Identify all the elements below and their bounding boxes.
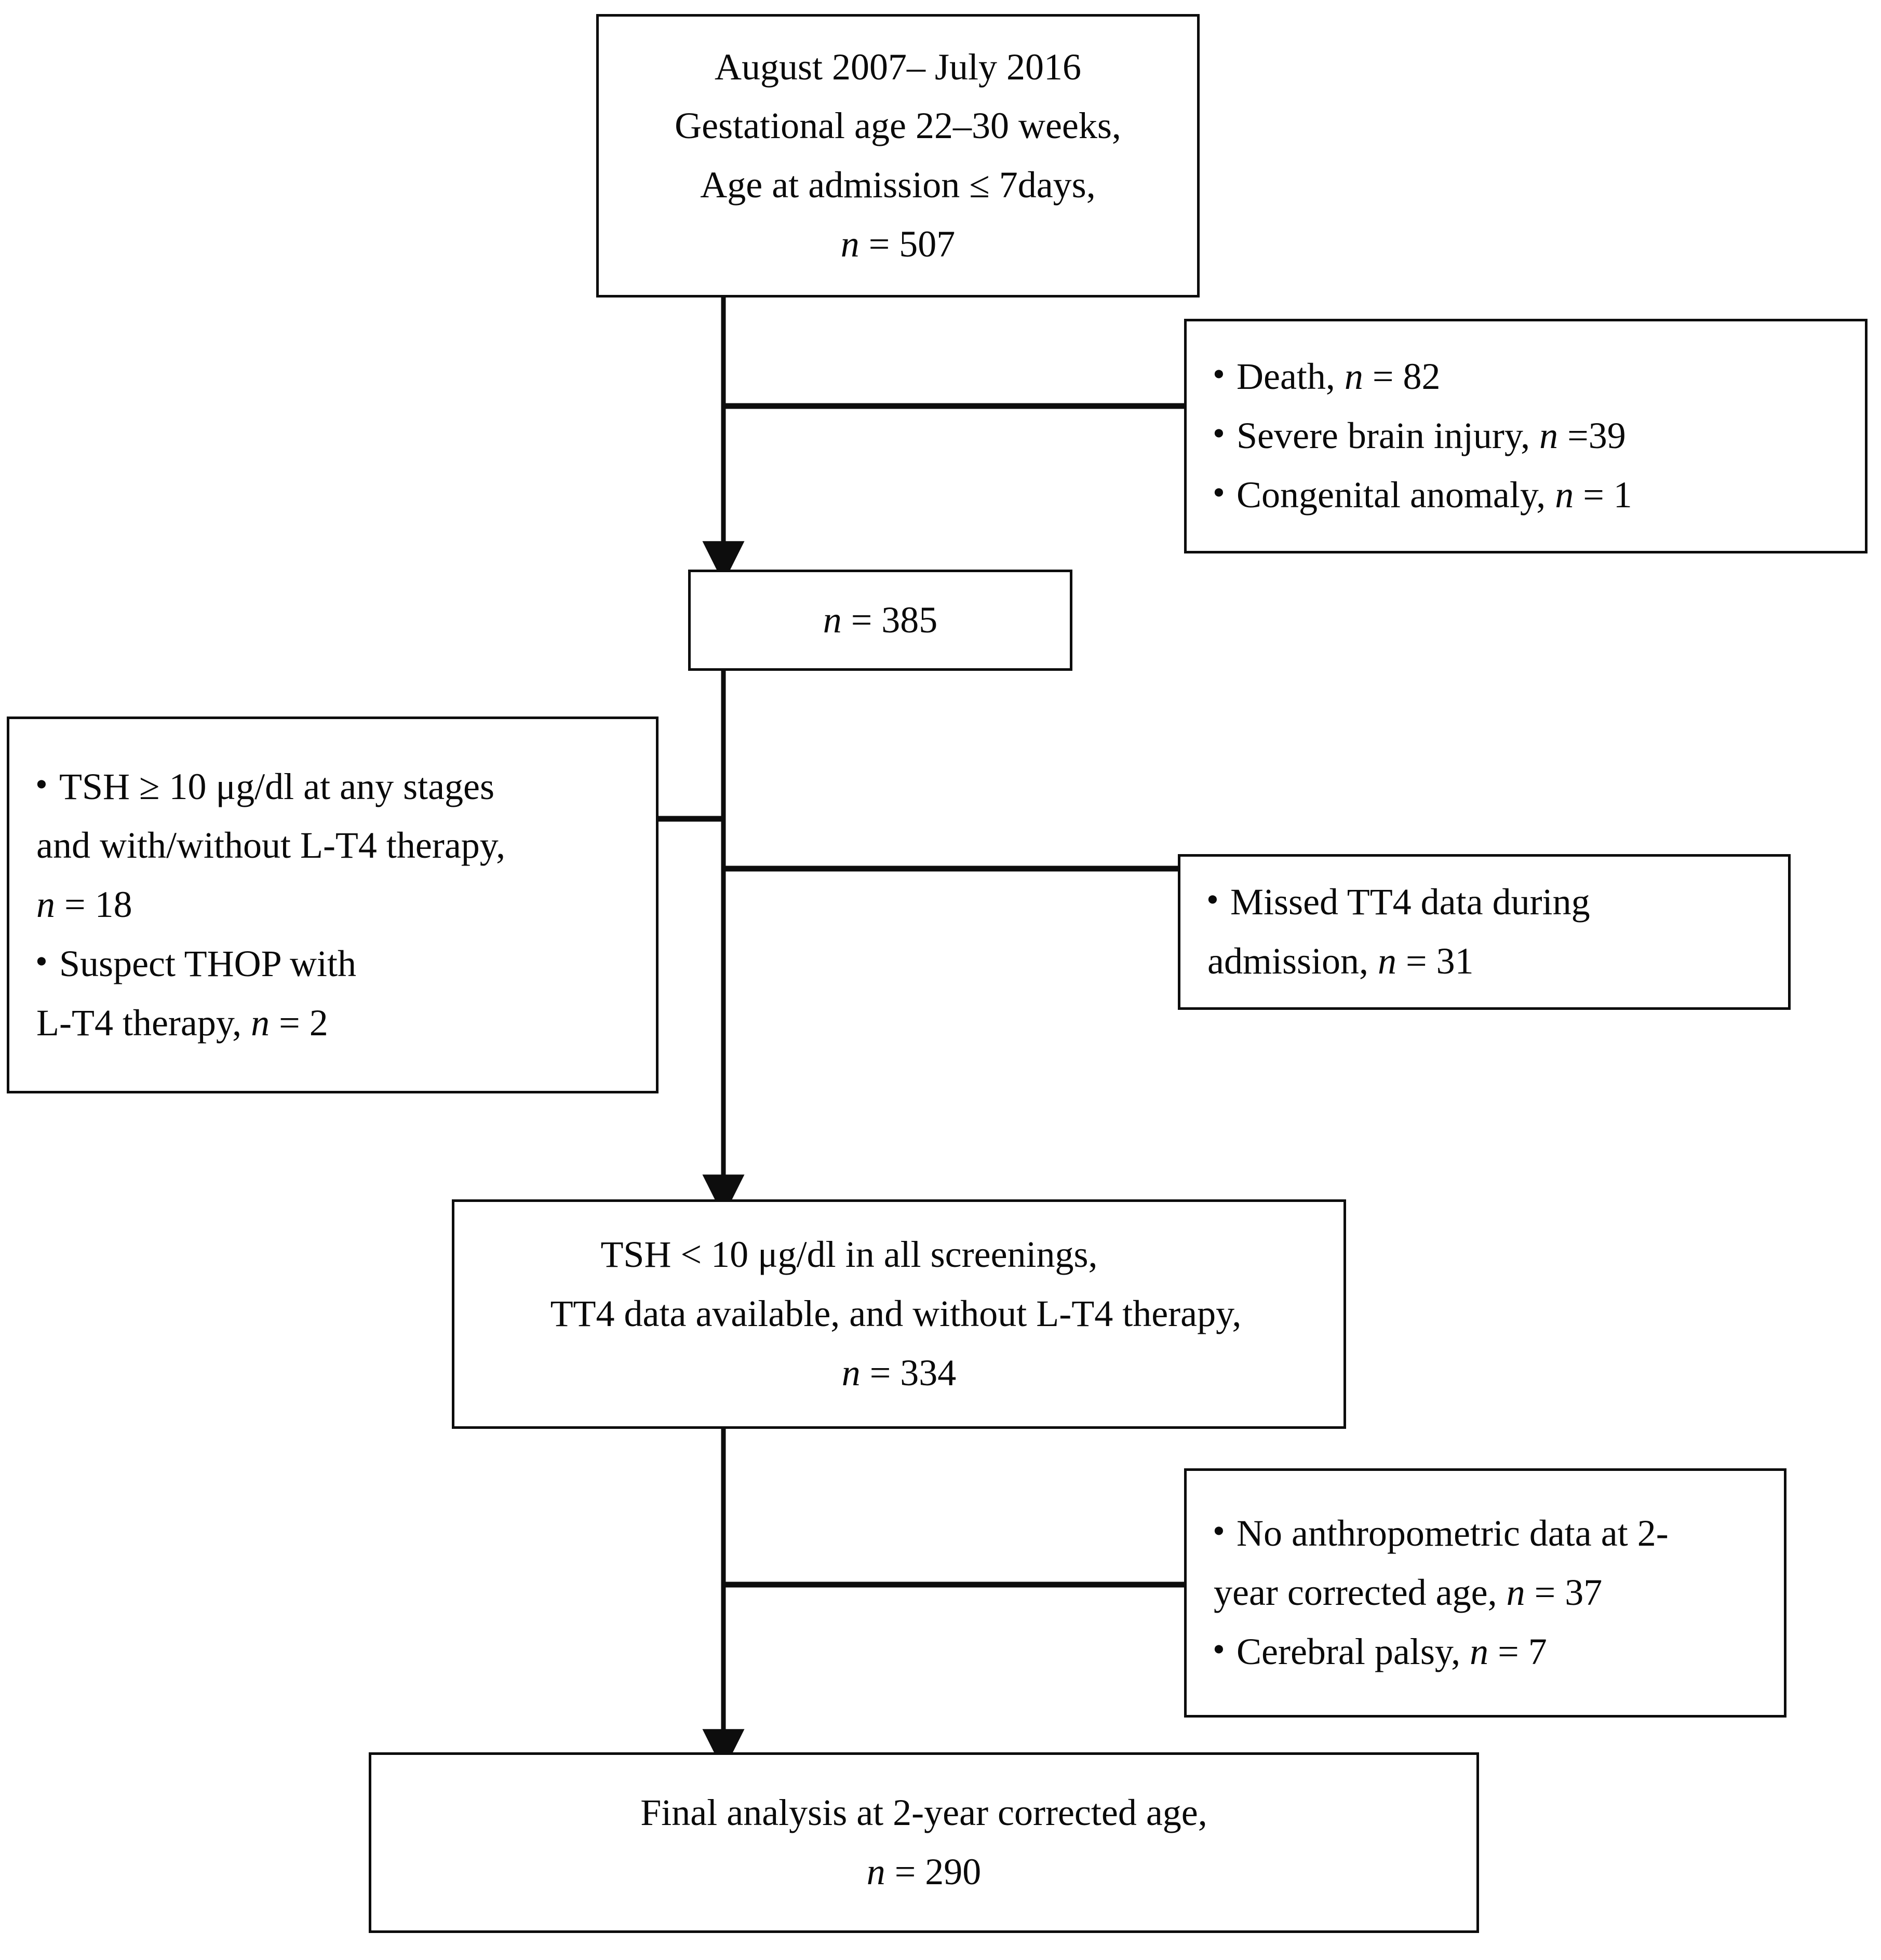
enrollment-line-2: Gestational age 22–30 weeks,	[675, 105, 1121, 147]
exclusion-3-item-2-value: = 7	[1488, 1630, 1547, 1672]
enrollment-line-3-b: ≤ 7days,	[969, 164, 1096, 206]
exclusion-box-left: TSH ≥ 10 μg/dl at any stages and with/wi…	[7, 717, 659, 1093]
exclusion-3-item-2-n: n	[1470, 1630, 1489, 1672]
exclusion-1-item-2: Severe brain injury, n =39	[1187, 405, 1647, 466]
exclusion-1-item-1-label: Death,	[1237, 356, 1345, 398]
enrollment-line-3: Age at admission ≤ 7days,	[686, 156, 1110, 215]
final-box: Final analysis at 2-year corrected age, …	[369, 1752, 1479, 1933]
exclusion-3-item-1-value: = 37	[1525, 1572, 1603, 1614]
exclusion-left-item-2-value: = 2	[270, 1002, 328, 1044]
remaining-n-value: = 385	[841, 599, 938, 641]
exclusion-2-item-1-n: n	[1378, 940, 1397, 982]
exclusion-2-item-1-line-2: admission, n = 31	[1180, 932, 1495, 991]
eligible-count: n = 334	[827, 1344, 971, 1403]
exclusion-1-item-3-value: = 1	[1574, 474, 1632, 516]
exclusion-left-item-2-line-1: Suspect THOP with	[9, 934, 377, 994]
enrollment-n-value: = 507	[859, 223, 956, 265]
exclusion-3-item-1-line-2: year corrected age, n = 37	[1187, 1563, 1623, 1623]
exclusion-left-item-1-line-1: TSH ≥ 10 μg/dl at any stages	[9, 756, 515, 817]
exclusion-2-item-1-line-1: Missed TT4 data during	[1180, 872, 1611, 932]
exclusion-3-item-2: Cerebral palsy, n = 7	[1187, 1621, 1568, 1682]
exclusion-left-item-2-label: L-T4 therapy,	[36, 1002, 251, 1044]
remaining-count: n = 385	[809, 591, 952, 650]
eligible-line-2: TT4 data available, and without L-T4 the…	[550, 1293, 1242, 1335]
exclusion-box-1: Death, n = 82 Severe brain injury, n =39…	[1184, 319, 1867, 553]
eligible-box: TSH < 10 μg/dl in all screenings, TT4 da…	[452, 1199, 1346, 1429]
exclusion-left-item-2-n: n	[251, 1002, 270, 1044]
exclusion-1-item-1-n: n	[1344, 356, 1363, 398]
final-n-symbol: n	[866, 1851, 885, 1893]
exclusion-left-item-2-line-2: L-T4 therapy, n = 2	[9, 994, 349, 1053]
exclusion-left-item-1-line-2: and with/without L-T4 therapy,	[36, 824, 506, 867]
exclusion-1-item-1-value: = 82	[1363, 356, 1441, 398]
enrollment-box: August 2007– July 2016 Gestational age 2…	[596, 14, 1200, 298]
exclusion-left-item-1-n: n	[36, 884, 55, 926]
exclusion-3-item-1-n: n	[1506, 1572, 1525, 1614]
enrollment-n-symbol: n	[840, 223, 859, 265]
enrollment-count: n = 507	[826, 215, 970, 274]
remaining-box: n = 385	[688, 570, 1072, 671]
enrollment-line-1: August 2007– July 2016	[714, 46, 1082, 88]
final-line-1: Final analysis at 2-year corrected age,	[640, 1792, 1207, 1834]
exclusion-1-item-2-n: n	[1539, 415, 1558, 457]
exclusion-left-item-1-value: = 18	[55, 884, 132, 926]
exclusion-box-2: Missed TT4 data during admission, n = 31	[1178, 854, 1791, 1010]
exclusion-3-item-2-label: Cerebral palsy,	[1237, 1630, 1470, 1672]
exclusion-2-item-1-label: admission,	[1207, 940, 1378, 982]
final-n-value: = 290	[885, 1851, 982, 1893]
exclusion-1-item-3-label: Congenital anomaly,	[1237, 474, 1555, 516]
exclusion-box-3: No anthropometric data at 2- year correc…	[1184, 1468, 1786, 1718]
eligible-line-1: TSH < 10 μg/dl in all screenings,	[600, 1234, 1098, 1276]
remaining-n-symbol: n	[823, 599, 842, 641]
eligible-n-value: = 334	[860, 1351, 957, 1394]
exclusion-1-item-2-label: Severe brain injury,	[1237, 415, 1540, 457]
exclusion-1-item-3: Congenital anomaly, n = 1	[1187, 465, 1653, 525]
final-count: n = 290	[852, 1843, 996, 1902]
exclusion-1-item-1: Death, n = 82	[1187, 346, 1461, 407]
exclusion-3-item-1-label: year corrected age,	[1214, 1572, 1507, 1614]
enrollment-line-3-a: Age at admission	[700, 164, 960, 206]
exclusion-left-item-1-count: n = 18	[9, 875, 153, 935]
exclusion-2-item-1-value: = 31	[1396, 940, 1474, 982]
eligible-n-symbol: n	[841, 1351, 861, 1394]
exclusion-1-item-3-n: n	[1555, 474, 1574, 516]
exclusion-1-item-2-value: =39	[1558, 415, 1626, 457]
exclusion-3-item-1-line-1: No anthropometric data at 2-	[1187, 1503, 1689, 1563]
